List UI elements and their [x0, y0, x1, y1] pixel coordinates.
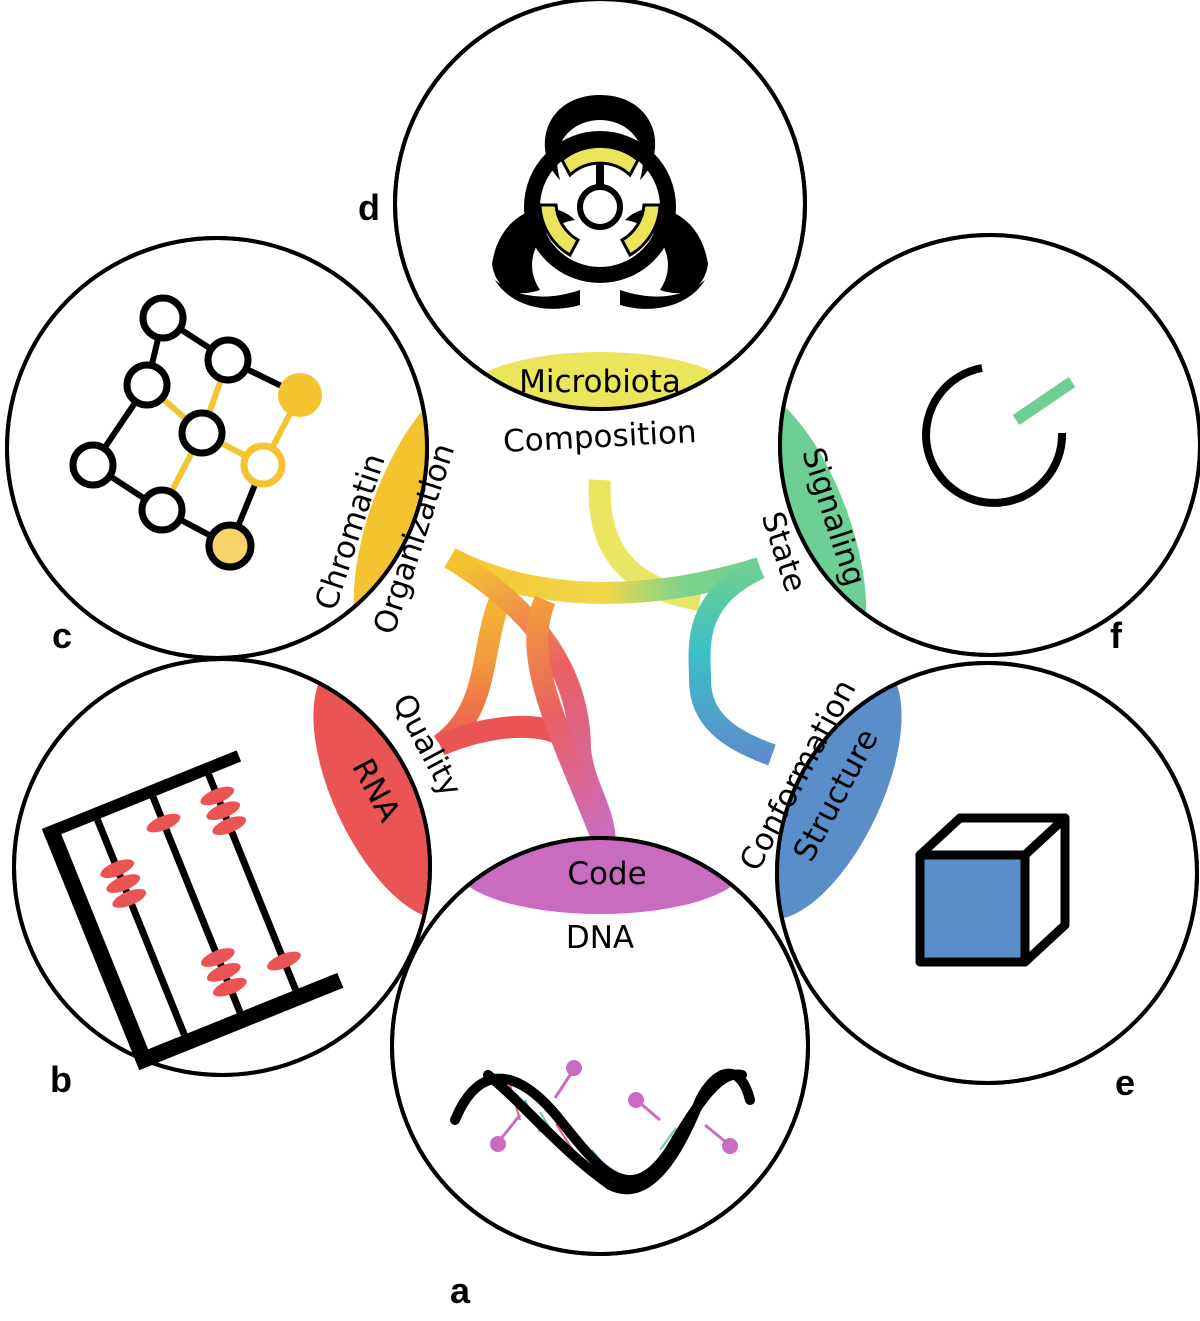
nucleosome-network-icon [69, 294, 322, 571]
cube-icon [915, 813, 1070, 967]
panel-microbiota: Microbiota Composition d [358, 0, 807, 460]
panel-letter-f: f [1110, 615, 1123, 656]
panel-dna: DNA Code a [390, 836, 810, 1311]
panel-rna: RNA Quality b [12, 657, 469, 1100]
outer-label-code: Code [567, 856, 646, 892]
panel-chromatin: Chromatin Organization c [5, 236, 462, 660]
connector-network [433, 479, 776, 850]
panel-letter-a: a [450, 1270, 471, 1311]
power-signal-icon [922, 364, 1076, 507]
connector-c-a-inner [526, 595, 616, 850]
band-label-dna: DNA [566, 920, 634, 956]
abacus-icon [41, 750, 344, 1071]
dna-helix-icon [450, 1060, 755, 1195]
band-label-microbiota: Microbiota [519, 364, 681, 400]
connector-f-e [688, 557, 776, 766]
panel-letter-e: e [1115, 1062, 1135, 1103]
panel-letter-b: b [50, 1059, 72, 1100]
panel-structure: Structure Conformation e [733, 661, 1199, 1103]
biohazard-icon [492, 95, 708, 309]
outer-label-composition: Composition [502, 414, 697, 460]
panel-letter-c: c [52, 615, 72, 656]
panel-letter-d: d [358, 187, 380, 228]
